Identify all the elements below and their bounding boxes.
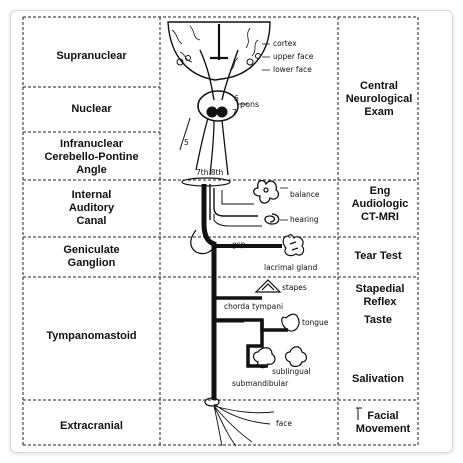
row-label-supranuclear: Supranuclear (56, 50, 127, 62)
label-6: 6 (234, 94, 239, 103)
test-stapedial-reflex: Stapedial Reflex (355, 283, 405, 308)
test-eng-audiologic: Eng Audiologic CT-MRI (351, 185, 409, 223)
label-hearing: hearing (290, 215, 319, 224)
ear-structures (213, 179, 288, 227)
label-lower-face: lower face (273, 65, 312, 74)
label-sublingual: sublingual (272, 367, 311, 376)
label-tongue: tongue (302, 318, 329, 327)
label-balance: balance (290, 190, 320, 199)
row-label-geniculate-ganglion: Geniculate Ganglion (63, 244, 120, 269)
pons-drawing (179, 90, 248, 176)
label-chorda-tympani: chorda tympani (224, 302, 284, 311)
figure-frame (10, 10, 453, 453)
test-tear: Tear Test (354, 250, 402, 262)
label-lacrimal-gland: lacrimal gland (264, 263, 318, 272)
label-7th-8th: 7th 8th (196, 168, 224, 177)
gland-drawings (252, 234, 308, 369)
test-salivation: Salivation (352, 373, 404, 385)
label-7: 7 (232, 108, 237, 117)
label-gsp: gsp (232, 240, 246, 249)
label-submandibular: submandibular (232, 379, 289, 388)
test-central-neurological-exam: Central Neurological Exam (345, 80, 413, 118)
label-cortex: cortex (273, 39, 297, 48)
row-label-tympanomastoid: Tympanomastoid (46, 330, 137, 342)
label-face: face (276, 419, 292, 428)
label-pons: pons (240, 100, 260, 109)
row-label-extracranial: Extracranial (60, 420, 123, 432)
test-taste: Taste (364, 314, 392, 326)
facial-movement-icon (356, 407, 362, 420)
label-upper-face: upper face (273, 52, 314, 61)
facial-nerve-trunk (181, 177, 288, 447)
row-label-infranuclear: Infranuclear Cerebello-Pontine Angle (44, 138, 139, 176)
test-facial-movement: Facial Movement (355, 410, 411, 435)
label-5: 5 (184, 138, 189, 147)
cortex-drawing (167, 21, 271, 101)
row-label-nuclear: Nuclear (71, 103, 112, 115)
row-label-internal-auditory-canal: Internal Auditory Canal (68, 189, 115, 227)
label-stapes: stapes (282, 283, 307, 292)
table-grid (22, 16, 419, 446)
